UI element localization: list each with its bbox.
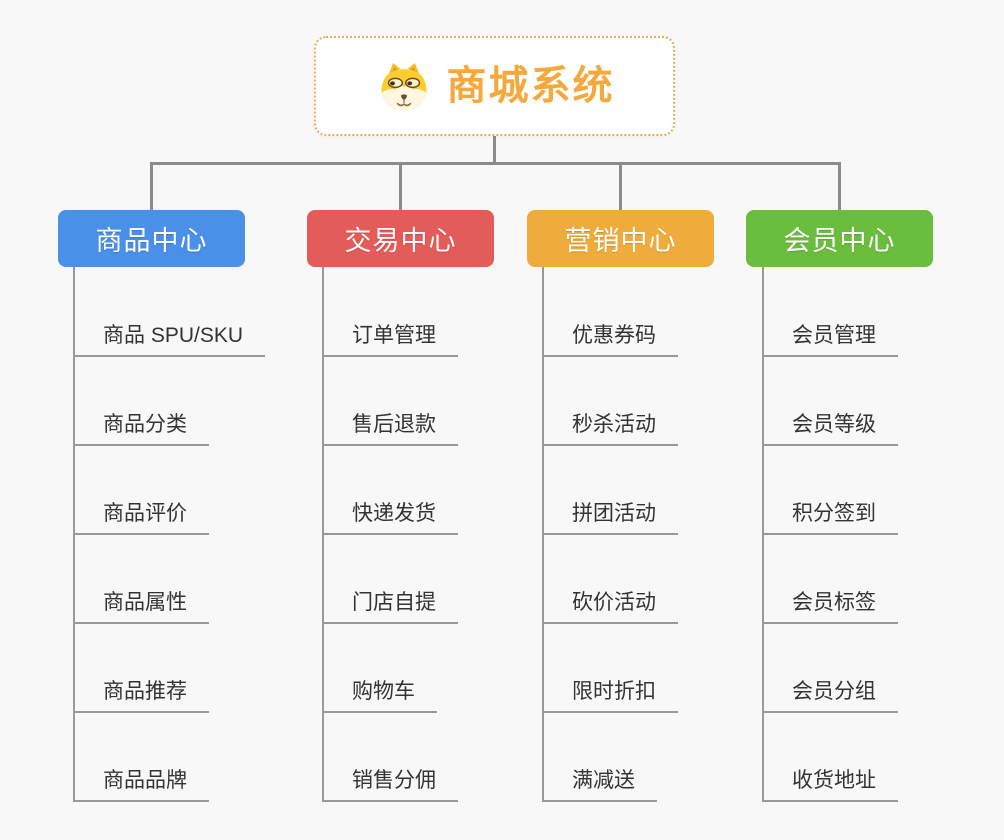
- leaf-node[interactable]: 购物车: [322, 681, 437, 713]
- leaf-node[interactable]: 会员标签: [762, 592, 898, 624]
- leaf-node[interactable]: 商品评价: [73, 503, 209, 535]
- leaf-node[interactable]: 销售分佣: [322, 770, 458, 802]
- leaf-node[interactable]: 满减送: [542, 770, 657, 802]
- connector-drop-branch-1: [150, 162, 153, 210]
- leaf-node[interactable]: 积分签到: [762, 503, 898, 535]
- branch-product-center[interactable]: 商品中心: [58, 210, 245, 267]
- leaf-node[interactable]: 会员管理: [762, 325, 898, 357]
- leaf-node[interactable]: 会员等级: [762, 414, 898, 446]
- root-node[interactable]: 商城系统: [314, 36, 675, 136]
- connector-drop-branch-4: [838, 162, 841, 210]
- branch-trade-center[interactable]: 交易中心: [307, 210, 494, 267]
- branch-marketing-center[interactable]: 营销中心: [527, 210, 714, 267]
- connector-horizontal-bus: [150, 162, 841, 165]
- leaf-node[interactable]: 售后退款: [322, 414, 458, 446]
- leaf-node[interactable]: 秒杀活动: [542, 414, 678, 446]
- leaf-node[interactable]: 门店自提: [322, 592, 458, 624]
- leaf-node[interactable]: 限时折扣: [542, 681, 678, 713]
- leaf-node[interactable]: 优惠券码: [542, 325, 678, 357]
- leaf-node[interactable]: 会员分组: [762, 681, 898, 713]
- shiba-dog-icon: [380, 62, 427, 111]
- leaf-node[interactable]: 砍价活动: [542, 592, 678, 624]
- connector-drop-branch-2: [399, 162, 402, 210]
- leaf-node[interactable]: 商品属性: [73, 592, 209, 624]
- root-title: 商城系统: [446, 64, 615, 108]
- leaf-node[interactable]: 商品 SPU/SKU: [73, 325, 266, 357]
- connector-drop-branch-3: [619, 162, 622, 210]
- leaf-node[interactable]: 订单管理: [322, 325, 458, 357]
- leaf-node[interactable]: 商品分类: [73, 414, 209, 446]
- leaf-node[interactable]: 商品品牌: [73, 770, 209, 802]
- leaf-node[interactable]: 商品推荐: [73, 681, 209, 713]
- connector-root-drop: [493, 136, 496, 165]
- leaf-node[interactable]: 快递发货: [322, 503, 458, 535]
- branch-member-center[interactable]: 会员中心: [746, 210, 933, 267]
- leaf-node[interactable]: 收货地址: [762, 770, 898, 802]
- leaf-node[interactable]: 拼团活动: [542, 503, 678, 535]
